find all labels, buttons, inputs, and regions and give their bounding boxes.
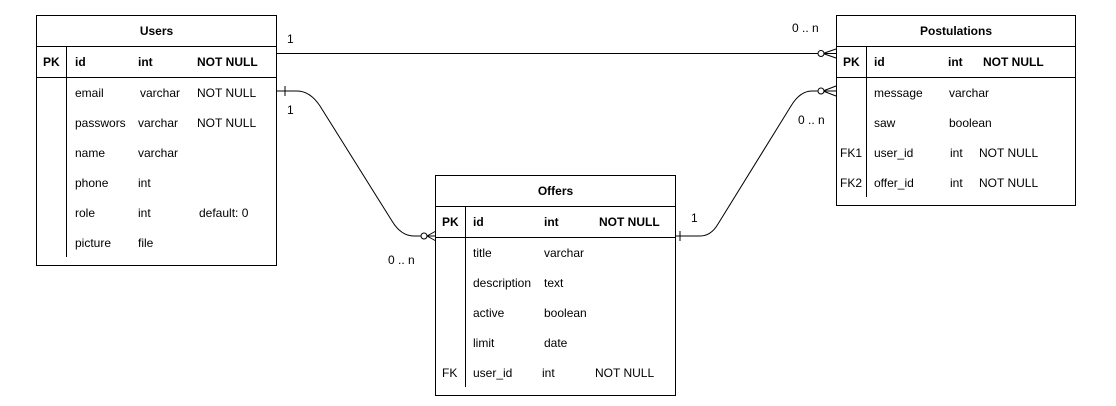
key-column-divider <box>66 47 67 257</box>
field-type: date <box>544 336 568 350</box>
field-row: title varchar <box>436 238 675 268</box>
field-name: id <box>75 55 86 69</box>
field-name: title <box>473 246 492 260</box>
connector-users-postulations <box>277 48 837 59</box>
field-type: int <box>950 176 963 190</box>
field-row: FK user_id int NOT NULL <box>436 358 675 388</box>
field-constraint: NOT NULL <box>599 215 660 229</box>
field-row: email varchar NOT NULL <box>37 78 276 108</box>
field-type: int <box>138 176 151 190</box>
field-row: saw boolean <box>837 108 1075 138</box>
field-constraint: NOT NULL <box>197 55 258 69</box>
field-row: picture file <box>37 228 276 258</box>
field-type: int <box>950 146 963 160</box>
field-constraint: default: 0 <box>199 206 249 220</box>
field-row: role int default: 0 <box>37 198 276 228</box>
table-title: Users <box>37 16 276 47</box>
field-name: active <box>473 306 505 320</box>
field-constraint: NOT NULL <box>979 146 1039 160</box>
field-name: message <box>874 86 923 100</box>
field-name: description <box>473 276 532 290</box>
field-constraint: NOT NULL <box>197 116 257 130</box>
field-name: phone <box>75 176 109 190</box>
field-type: varchar <box>544 246 585 260</box>
field-name: limit <box>473 336 495 350</box>
field-constraint: NOT NULL <box>595 366 655 380</box>
field-type: int <box>542 366 555 380</box>
table-title: Postulations <box>837 16 1075 47</box>
field-type: varchar <box>949 86 990 100</box>
key-marker: FK <box>442 366 458 380</box>
field-name: picture <box>75 236 112 250</box>
field-row: FK1 user_id int NOT NULL <box>837 138 1075 168</box>
field-type: int <box>138 206 151 220</box>
field-type: varchar <box>138 146 179 160</box>
field-name: saw <box>874 116 896 130</box>
primary-key-row: PK id int NOT NULL <box>436 207 675 238</box>
field-type: int <box>948 55 963 69</box>
field-name: role <box>75 206 96 220</box>
key-column-divider <box>465 207 466 387</box>
field-constraint: NOT NULL <box>979 176 1039 190</box>
field-name: user_id <box>473 366 513 380</box>
key-marker: PK <box>442 215 459 229</box>
primary-key-row: PK id int NOT NULL <box>837 47 1075 78</box>
field-row: active boolean <box>436 298 675 328</box>
key-marker: FK2 <box>840 176 863 190</box>
field-name: id <box>473 215 484 229</box>
field-list: message varchar saw boolean FK1 user_id … <box>837 78 1075 198</box>
key-marker: PK <box>43 55 60 69</box>
field-row: message varchar <box>837 78 1075 108</box>
field-row: description text <box>436 268 675 298</box>
field-type: int <box>544 215 559 229</box>
field-constraint: NOT NULL <box>983 55 1044 69</box>
field-name: name <box>75 146 106 160</box>
field-type: boolean <box>544 306 587 320</box>
cardinality-offers-postulations-one: 1 <box>691 211 698 225</box>
field-row: limit date <box>436 328 675 358</box>
cardinality-offers-postulations-many: 0 .. n <box>798 113 825 127</box>
connector-users-offers <box>277 86 437 242</box>
field-type: boolean <box>949 116 992 130</box>
field-type: varchar <box>138 116 179 130</box>
field-list: email varchar NOT NULL passwors varchar … <box>37 78 276 258</box>
field-row: phone int <box>37 168 276 198</box>
field-type: int <box>138 55 153 69</box>
field-type: text <box>544 276 564 290</box>
field-name: passwors <box>75 116 126 130</box>
field-name: offer_id <box>874 176 914 190</box>
cardinality-users-offers-one: 1 <box>287 103 294 117</box>
field-row: FK2 offer_id int NOT NULL <box>837 168 1075 198</box>
field-name: email <box>75 86 104 100</box>
postulations-table[interactable]: Postulations PK id int NOT NULL message … <box>836 15 1076 206</box>
field-type: file <box>138 236 154 250</box>
cardinality-users-postulations-many: 0 .. n <box>792 21 819 35</box>
key-marker: FK1 <box>840 146 863 160</box>
key-marker: PK <box>843 55 860 69</box>
offers-table[interactable]: Offers PK id int NOT NULL title varchar … <box>435 175 676 396</box>
field-list: title varchar description text active bo… <box>436 238 675 388</box>
field-name: user_id <box>874 146 914 160</box>
primary-key-row: PK id int NOT NULL <box>37 47 276 78</box>
cardinality-users-postulations-one: 1 <box>287 32 294 46</box>
connector-offers-postulations <box>676 85 837 241</box>
key-column-divider <box>866 47 867 197</box>
field-name: id <box>874 55 885 69</box>
cardinality-users-offers-many: 0 .. n <box>388 253 415 267</box>
field-row: passwors varchar NOT NULL <box>37 108 276 138</box>
field-row: name varchar <box>37 138 276 168</box>
field-constraint: NOT NULL <box>197 86 257 100</box>
field-type: varchar <box>140 86 181 100</box>
table-title: Offers <box>436 176 675 207</box>
users-table[interactable]: Users PK id int NOT NULL email varchar N… <box>36 15 277 266</box>
